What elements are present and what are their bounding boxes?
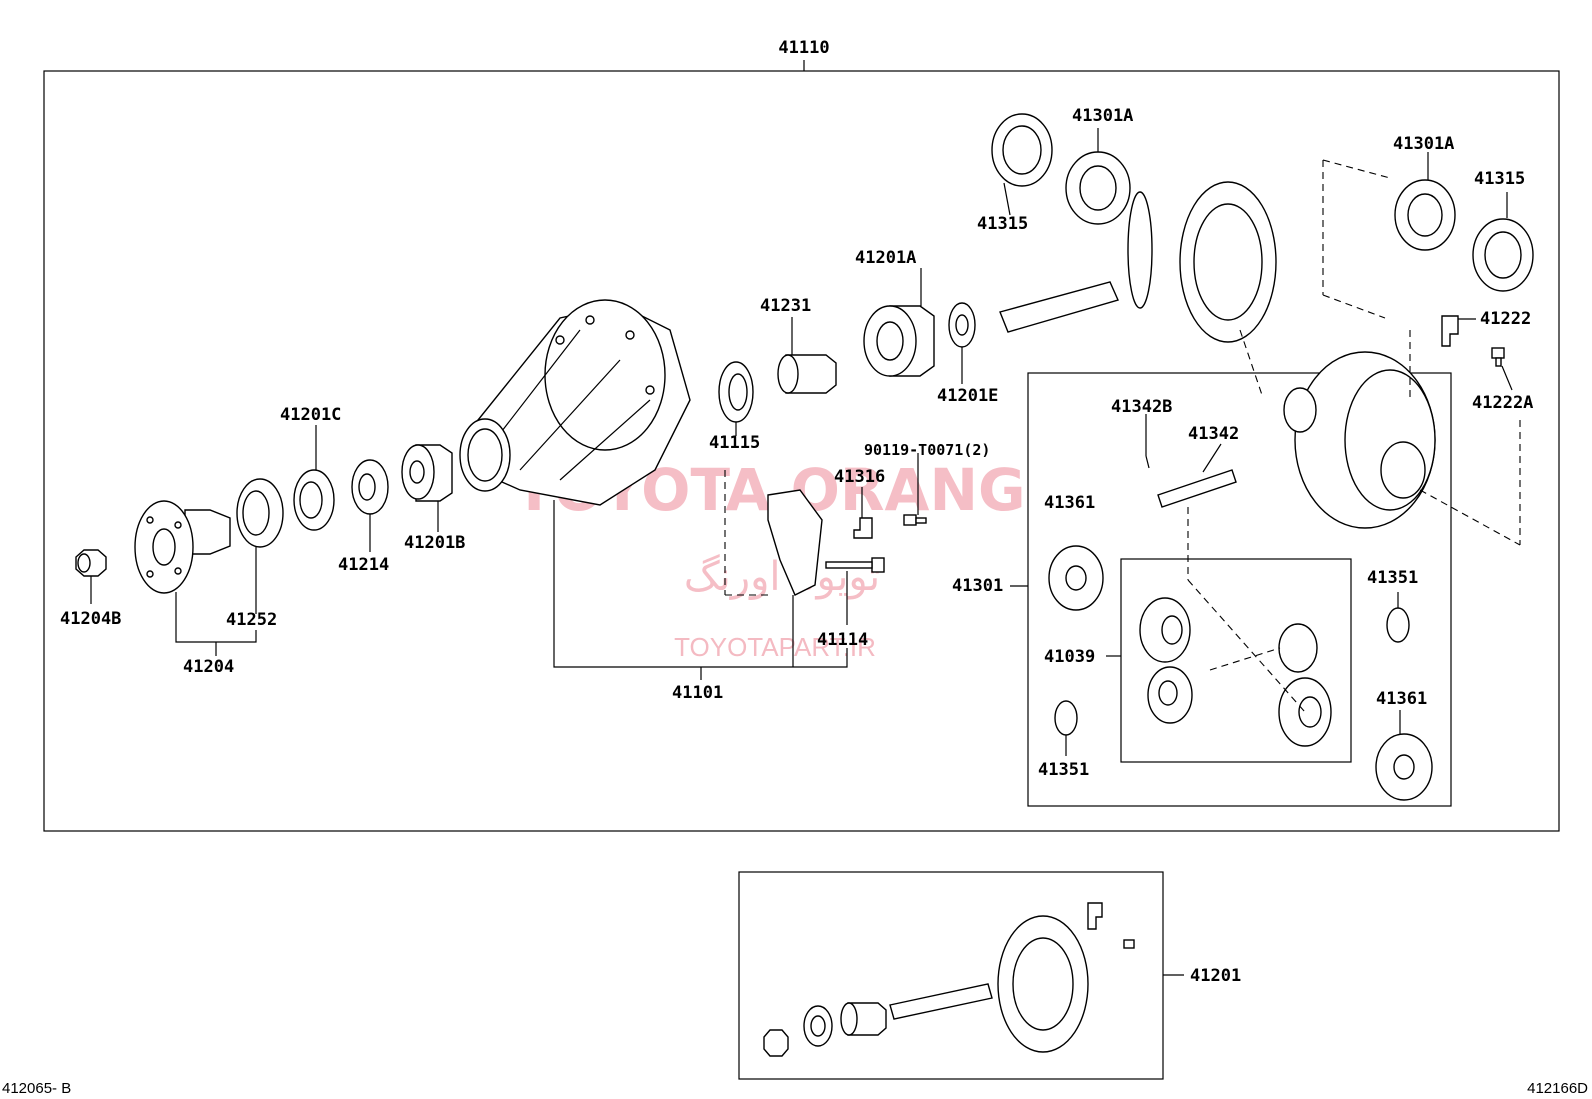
oil-seal-41115-icon (718, 361, 754, 423)
bearing-41201a-icon (863, 305, 935, 377)
leader-lines (90, 128, 1521, 756)
differential-case-icon (1283, 351, 1436, 529)
side-gear-bottom-right-icon (1278, 677, 1332, 747)
sub-ring-gear-icon (997, 915, 1089, 1053)
label-41301a-right[interactable]: 41301A (1393, 134, 1454, 154)
spacer-41231-icon (777, 354, 837, 394)
lock-plate-41222-icon (1441, 315, 1459, 347)
label-41201c[interactable]: 41201C (280, 405, 341, 425)
adjusting-nut-right-icon (1472, 218, 1534, 292)
diff-gears-frame (1120, 558, 1352, 763)
label-41115[interactable]: 41115 (709, 433, 760, 453)
sub-pinion-shaft-icon (889, 983, 993, 1020)
carrier-housing-icon (459, 299, 691, 506)
label-41342[interactable]: 41342 (1188, 424, 1239, 444)
bearing-41201c-icon (293, 469, 335, 531)
label-41201a[interactable]: 41201A (855, 248, 916, 268)
corner-code-left: 412065- B (2, 1080, 71, 1097)
thrust-washer-right-icon (1375, 733, 1433, 801)
sub-nut-icon (763, 1029, 789, 1057)
diff-case-frame (1027, 372, 1452, 807)
adjusting-nut-top-icon (991, 113, 1053, 187)
sub-seal-icon (803, 1005, 833, 1047)
label-41351-right[interactable]: 41351 (1367, 568, 1418, 588)
bolt-41222a-icon (1491, 347, 1505, 367)
sub-lock-icon (1087, 902, 1103, 930)
label-41361-right[interactable]: 41361 (1376, 689, 1427, 709)
pinion-shaft-icon (1157, 469, 1237, 508)
sub-bolt-icon (1123, 939, 1135, 949)
pin-41342b-icon (1145, 455, 1150, 469)
label-41114[interactable]: 41114 (817, 630, 868, 650)
label-90119-t0071[interactable]: 90119-T0071(2) (864, 441, 990, 459)
sub-assembly-code[interactable]: 41201 (1190, 966, 1241, 986)
label-41316[interactable]: 41316 (834, 467, 885, 487)
small-washer-right-icon (1386, 607, 1410, 643)
bolt-90119-icon (903, 514, 927, 526)
label-41214[interactable]: 41214 (338, 555, 389, 575)
label-41301a-top[interactable]: 41301A (1072, 106, 1133, 126)
ring-gear-pinion-icon (999, 181, 1277, 343)
companion-flange-icon (134, 500, 231, 594)
main-assembly-frame (43, 70, 1560, 832)
label-41231[interactable]: 41231 (760, 296, 811, 316)
label-41315-right[interactable]: 41315 (1474, 169, 1525, 189)
label-41201e[interactable]: 41201E (937, 386, 998, 406)
shim-41201e-icon (948, 302, 976, 348)
spacer-41214-icon (351, 459, 389, 515)
label-41039[interactable]: 41039 (1044, 647, 1095, 667)
pinion-gear-bottom-left-icon (1147, 666, 1193, 724)
side-gear-top-left-icon (1139, 597, 1191, 663)
sub-spacer-icon (840, 1002, 887, 1036)
bearing-cap-icon (767, 489, 823, 596)
label-41204[interactable]: 41204 (183, 657, 234, 677)
bearing-41301a-right-icon (1394, 179, 1456, 251)
main-assembly-code[interactable]: 41110 (778, 38, 829, 58)
label-41101[interactable]: 41101 (672, 683, 723, 703)
oil-seal-41252-icon (236, 478, 284, 548)
label-41315-top[interactable]: 41315 (977, 214, 1028, 234)
label-41201b[interactable]: 41201B (404, 533, 465, 553)
lock-41316-icon (853, 517, 873, 539)
label-41342b[interactable]: 41342B (1111, 397, 1172, 417)
bolt-41114-icon (825, 557, 885, 573)
label-41252[interactable]: 41252 (226, 610, 277, 630)
corner-code-right: 412166D (1527, 1080, 1588, 1097)
label-41222a[interactable]: 41222A (1472, 393, 1533, 413)
pinion-gear-top-right-icon (1278, 623, 1318, 673)
label-41204b[interactable]: 41204B (60, 609, 121, 629)
label-41351-left[interactable]: 41351 (1038, 760, 1089, 780)
label-41301[interactable]: 41301 (952, 576, 1003, 596)
label-41361-left[interactable]: 41361 (1044, 493, 1095, 513)
nut-41204b-icon (75, 549, 107, 577)
label-41222[interactable]: 41222 (1480, 309, 1531, 329)
watermark-url: TOYOTAPART.IR (674, 632, 876, 662)
bearing-41201b-icon (401, 444, 453, 502)
bearing-41301a-top-icon (1065, 151, 1131, 225)
small-washer-left-icon (1054, 700, 1078, 736)
thrust-washer-left-icon (1048, 545, 1104, 611)
